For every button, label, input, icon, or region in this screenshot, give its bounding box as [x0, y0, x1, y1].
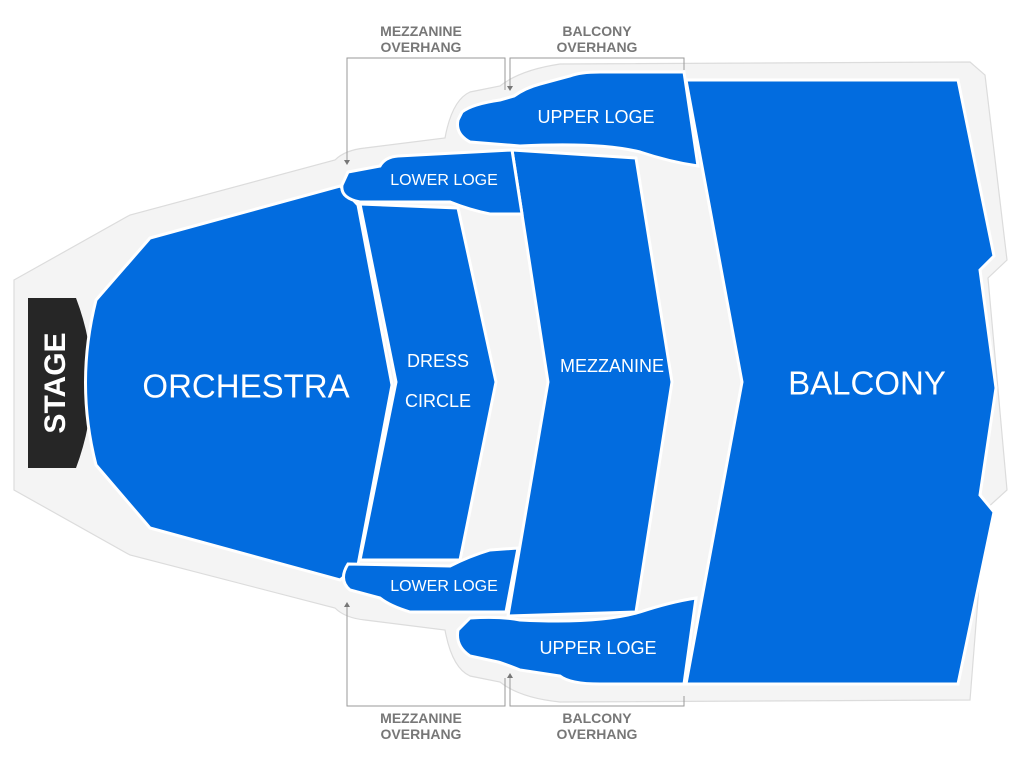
section-lower-loge-bottom[interactable]	[342, 546, 520, 614]
annotation-top-mezzanine-1: MEZZANINE	[380, 23, 462, 39]
arrow-down-icon	[507, 86, 513, 91]
section-balcony[interactable]	[684, 78, 998, 686]
leader-top-balcony	[509, 57, 685, 86]
arrow-up-icon	[507, 673, 513, 678]
section-upper-loge-bottom[interactable]	[456, 596, 698, 686]
annotation-top-balcony-1: BALCONY	[562, 23, 632, 39]
annotation-top-balcony-2: OVERHANG	[557, 39, 638, 55]
arrow-down-icon	[344, 160, 350, 165]
section-lower-loge-top[interactable]	[340, 148, 524, 216]
annotation-bottom-balcony-1: BALCONY	[562, 710, 632, 726]
annotation-bottom-mezzanine-1: MEZZANINE	[380, 710, 462, 726]
annotation-bottom-mezzanine-2: OVERHANG	[381, 726, 462, 742]
leader-top-mezzanine	[346, 57, 506, 160]
leader-bottom-mezzanine	[346, 606, 506, 707]
arrow-up-icon	[344, 602, 350, 607]
leader-bottom-balcony	[509, 678, 685, 707]
section-upper-loge-top[interactable]	[456, 70, 700, 168]
annotation-bottom-balcony-2: OVERHANG	[557, 726, 638, 742]
annotation-top-mezzanine-2: OVERHANG	[381, 39, 462, 55]
stage	[28, 298, 92, 468]
